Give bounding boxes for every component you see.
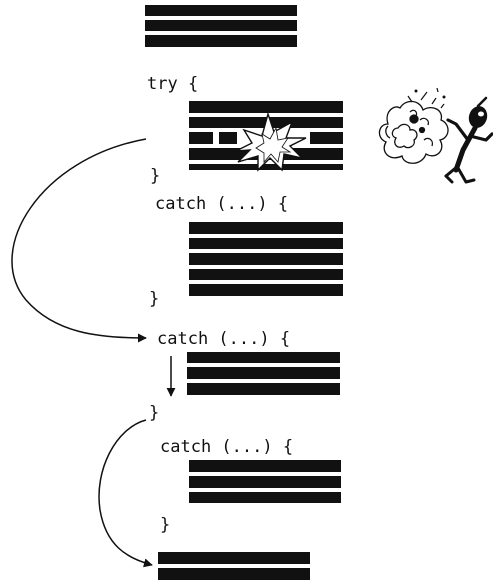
code-block-catch-3 <box>189 460 341 503</box>
catch-clause-1: catch (...) { <box>155 194 288 214</box>
code-block-catch-1 <box>189 222 343 296</box>
exception-flow-arrow <box>11 138 147 343</box>
code-block-before-try <box>145 5 297 47</box>
debris-lines <box>407 87 446 109</box>
code-block-catch-2 <box>187 352 340 395</box>
resume-flow-arrow <box>98 419 153 568</box>
catch-2-closing-brace: } <box>149 403 159 423</box>
explosion-icon <box>235 111 307 172</box>
code-block-after-catch <box>158 552 310 580</box>
catch-clause-2: catch (...) { <box>157 329 290 349</box>
smoke-cloud-icon <box>378 100 449 164</box>
catch-3-closing-brace: } <box>160 515 170 535</box>
try-keyword: try { <box>147 74 198 94</box>
catch-clause-3: catch (...) { <box>160 437 293 457</box>
startled-stick-figure-icon <box>444 96 493 184</box>
try-closing-brace: } <box>150 166 160 186</box>
catch-1-closing-brace: } <box>149 289 159 309</box>
